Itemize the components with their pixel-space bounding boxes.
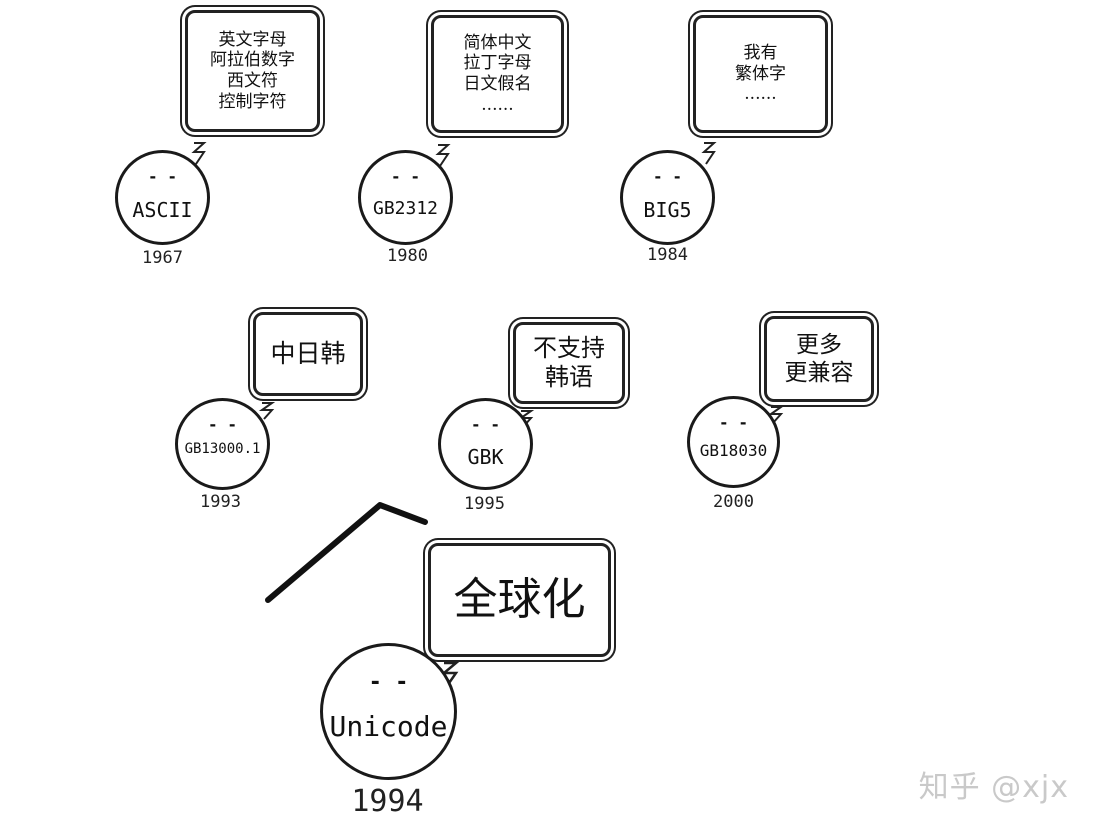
watermark: 知乎 @xjx xyxy=(918,770,1069,805)
squiggle-icon xyxy=(191,142,207,165)
face-eyes: - - xyxy=(148,167,177,186)
ascii-face: - - ASCII xyxy=(115,150,210,245)
bubble-line: 我有 xyxy=(743,42,778,63)
big5-label: BIG5 xyxy=(643,198,692,222)
bubble-line: 繁体字 xyxy=(735,63,786,84)
bubble-line: 韩语 xyxy=(545,363,593,391)
gb18030-bubble: 更多 更兼容 xyxy=(764,316,874,402)
ascii-bubble: 英文字母 阿拉伯数字 西文符 控制字符 xyxy=(185,10,320,132)
bubble-line: 简体中文 xyxy=(463,32,532,53)
unicode-bubble: 全球化 xyxy=(428,543,611,657)
squiggle-icon xyxy=(258,402,276,420)
face-eyes: - - xyxy=(471,415,500,434)
unicode-label: Unicode xyxy=(329,710,448,743)
face-eyes: - - xyxy=(719,413,748,432)
gbk-year: 1995 xyxy=(464,494,505,514)
bubble-line: 不支持 xyxy=(533,333,605,362)
bubble-line: 日文假名 xyxy=(463,74,532,94)
gb13000-bubble: 中日韩 xyxy=(253,312,363,396)
face-eyes: - - xyxy=(368,670,409,695)
gbk-bubble: 不支持 韩语 xyxy=(513,322,625,404)
gb13000-year: 1993 xyxy=(200,492,241,512)
gb2312-label: GB2312 xyxy=(372,198,439,219)
gb18030-face: - - GB18030 xyxy=(687,396,780,488)
bubble-line: 控制字符 xyxy=(218,91,287,112)
unicode-year: 1994 xyxy=(351,784,424,819)
gb13000-face: - - GB13000.1 xyxy=(175,398,270,490)
big5-year: 1984 xyxy=(647,245,688,265)
unicode-face: - - Unicode xyxy=(320,643,457,780)
gbk-face: - - GBK xyxy=(438,398,533,490)
ascii-year: 1967 xyxy=(142,248,183,268)
bubble-line: 全球化 xyxy=(453,574,586,626)
squiggle-icon xyxy=(701,142,717,165)
bubble-line: ...... xyxy=(744,84,777,105)
gb2312-face: - - GB2312 xyxy=(358,150,453,245)
bubble-line: 更多 xyxy=(796,331,842,358)
gb18030-label: GB18030 xyxy=(699,441,768,460)
bubble-line: 中日韩 xyxy=(270,338,346,368)
gb2312-bubble: 简体中文 拉丁字母 日文假名 ...... xyxy=(431,15,564,133)
face-eyes: - - xyxy=(391,167,420,186)
gb2312-year: 1980 xyxy=(387,246,428,266)
bubble-line: 拉丁字母 xyxy=(463,53,532,74)
gb13000-label: GB13000.1 xyxy=(184,441,261,457)
big5-bubble: 我有 繁体字 ...... xyxy=(693,15,828,133)
face-eyes: - - xyxy=(653,167,682,186)
bubble-line: 阿拉伯数字 xyxy=(210,50,295,71)
big5-face: - - BIG5 xyxy=(620,150,715,245)
gbk-label: GBK xyxy=(467,445,504,469)
bubble-line: ...... xyxy=(481,94,514,115)
bubble-line: 英文字母 xyxy=(218,29,287,50)
bubble-line: 西文符 xyxy=(227,71,278,91)
ascii-label: ASCII xyxy=(132,198,193,222)
squiggle-icon xyxy=(435,144,451,167)
gb18030-year: 2000 xyxy=(713,492,754,512)
bubble-line: 更兼容 xyxy=(784,360,854,386)
face-eyes: - - xyxy=(208,415,237,434)
